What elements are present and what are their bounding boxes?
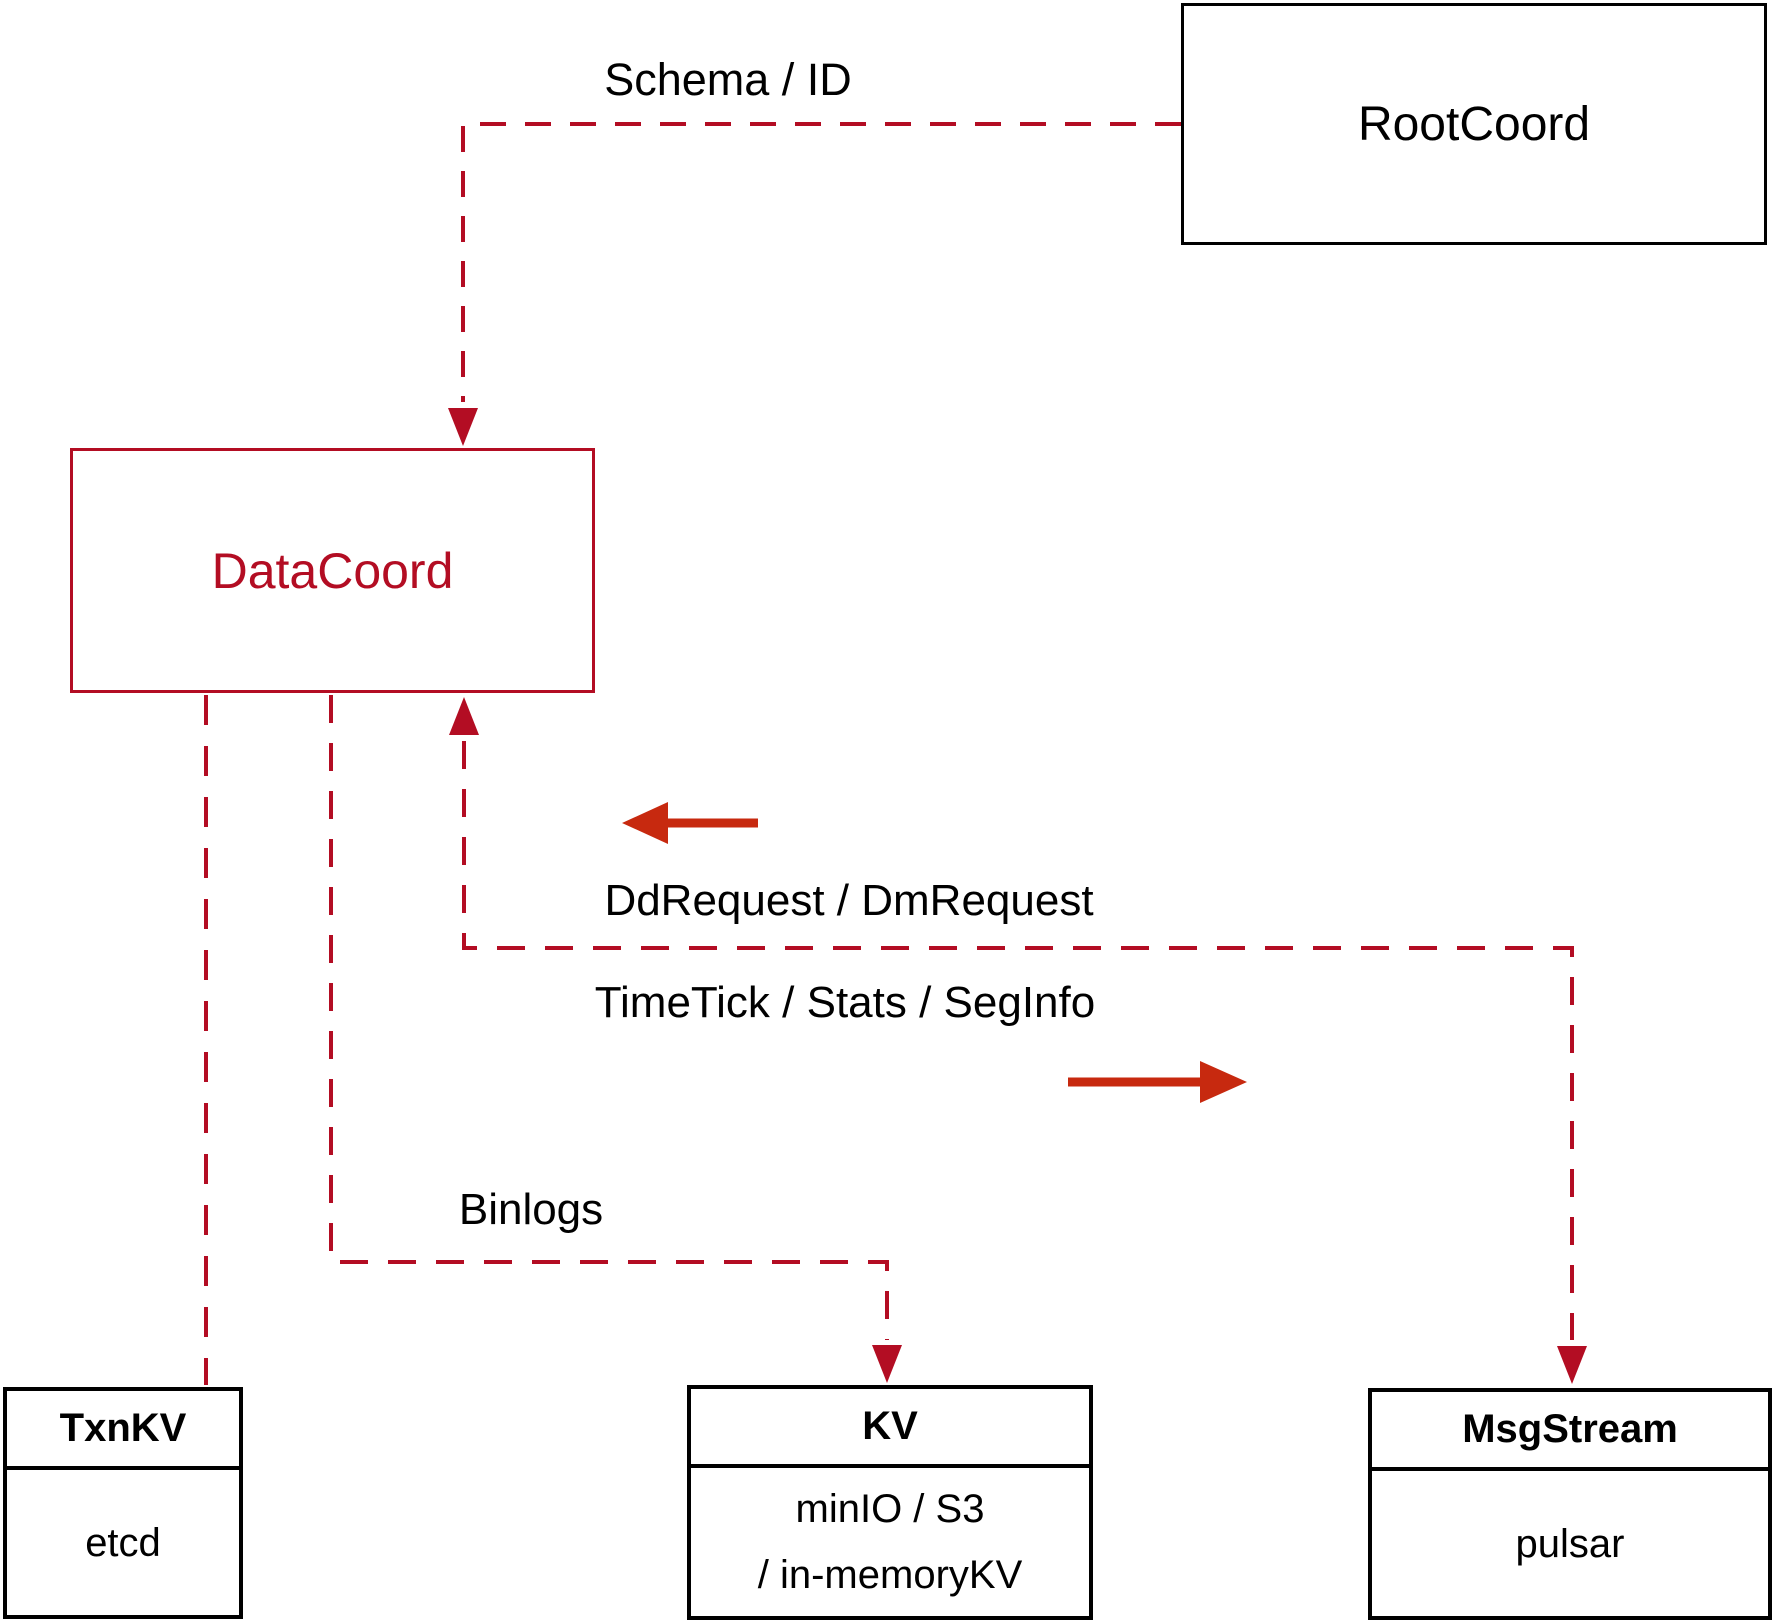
msgstream-body-text: pulsar: [1515, 1521, 1625, 1566]
msgstream-title: MsgStream: [1372, 1392, 1768, 1471]
edge-schema-id-arrowhead-icon: [448, 408, 478, 446]
kv-body-line2: / in-memoryKV: [757, 1553, 1023, 1597]
txnkv-node: TxnKV etcd: [3, 1387, 243, 1619]
edge-binlogs-arrowhead-icon: [872, 1345, 902, 1383]
rootcoord-node: RootCoord: [1181, 3, 1767, 245]
kv-body: minIO / S3 / in-memoryKV: [691, 1468, 1089, 1616]
edge-label-ddrequest: DdRequest / DmRequest: [604, 876, 1094, 925]
rootcoord-label: RootCoord: [1357, 97, 1591, 151]
direction-arrow-left-icon: [622, 802, 758, 844]
kv-title: KV: [691, 1389, 1089, 1468]
edge-schema-id-dashed-line: [461, 122, 1181, 402]
txnkv-body-text: etcd: [85, 1520, 161, 1565]
txnkv-title: TxnKV: [7, 1391, 239, 1470]
edge-label-schema-id: Schema / ID: [604, 54, 852, 105]
edge-label-binlogs: Binlogs: [458, 1185, 604, 1234]
txnkv-body: etcd: [7, 1470, 239, 1615]
edge-msgstream-arrowhead-icon: [1557, 1346, 1587, 1384]
edge-binlogs-dashed-line: [329, 695, 889, 1340]
datacoord-label: DataCoord: [211, 542, 454, 599]
kv-body-line1: minIO / S3: [795, 1487, 985, 1531]
kv-node: KV minIO / S3 / in-memoryKV: [687, 1385, 1093, 1620]
edge-label-timetick: TimeTick / Stats / SegInfo: [594, 978, 1096, 1027]
direction-arrow-right-icon: [1068, 1061, 1247, 1103]
msgstream-node: MsgStream pulsar: [1368, 1388, 1772, 1620]
edge-ddrequest-arrowhead-icon: [449, 697, 479, 735]
datacoord-node: DataCoord: [70, 448, 595, 693]
edge-ddrequest-dashed-line: [462, 741, 1574, 1340]
msgstream-body: pulsar: [1372, 1471, 1768, 1616]
